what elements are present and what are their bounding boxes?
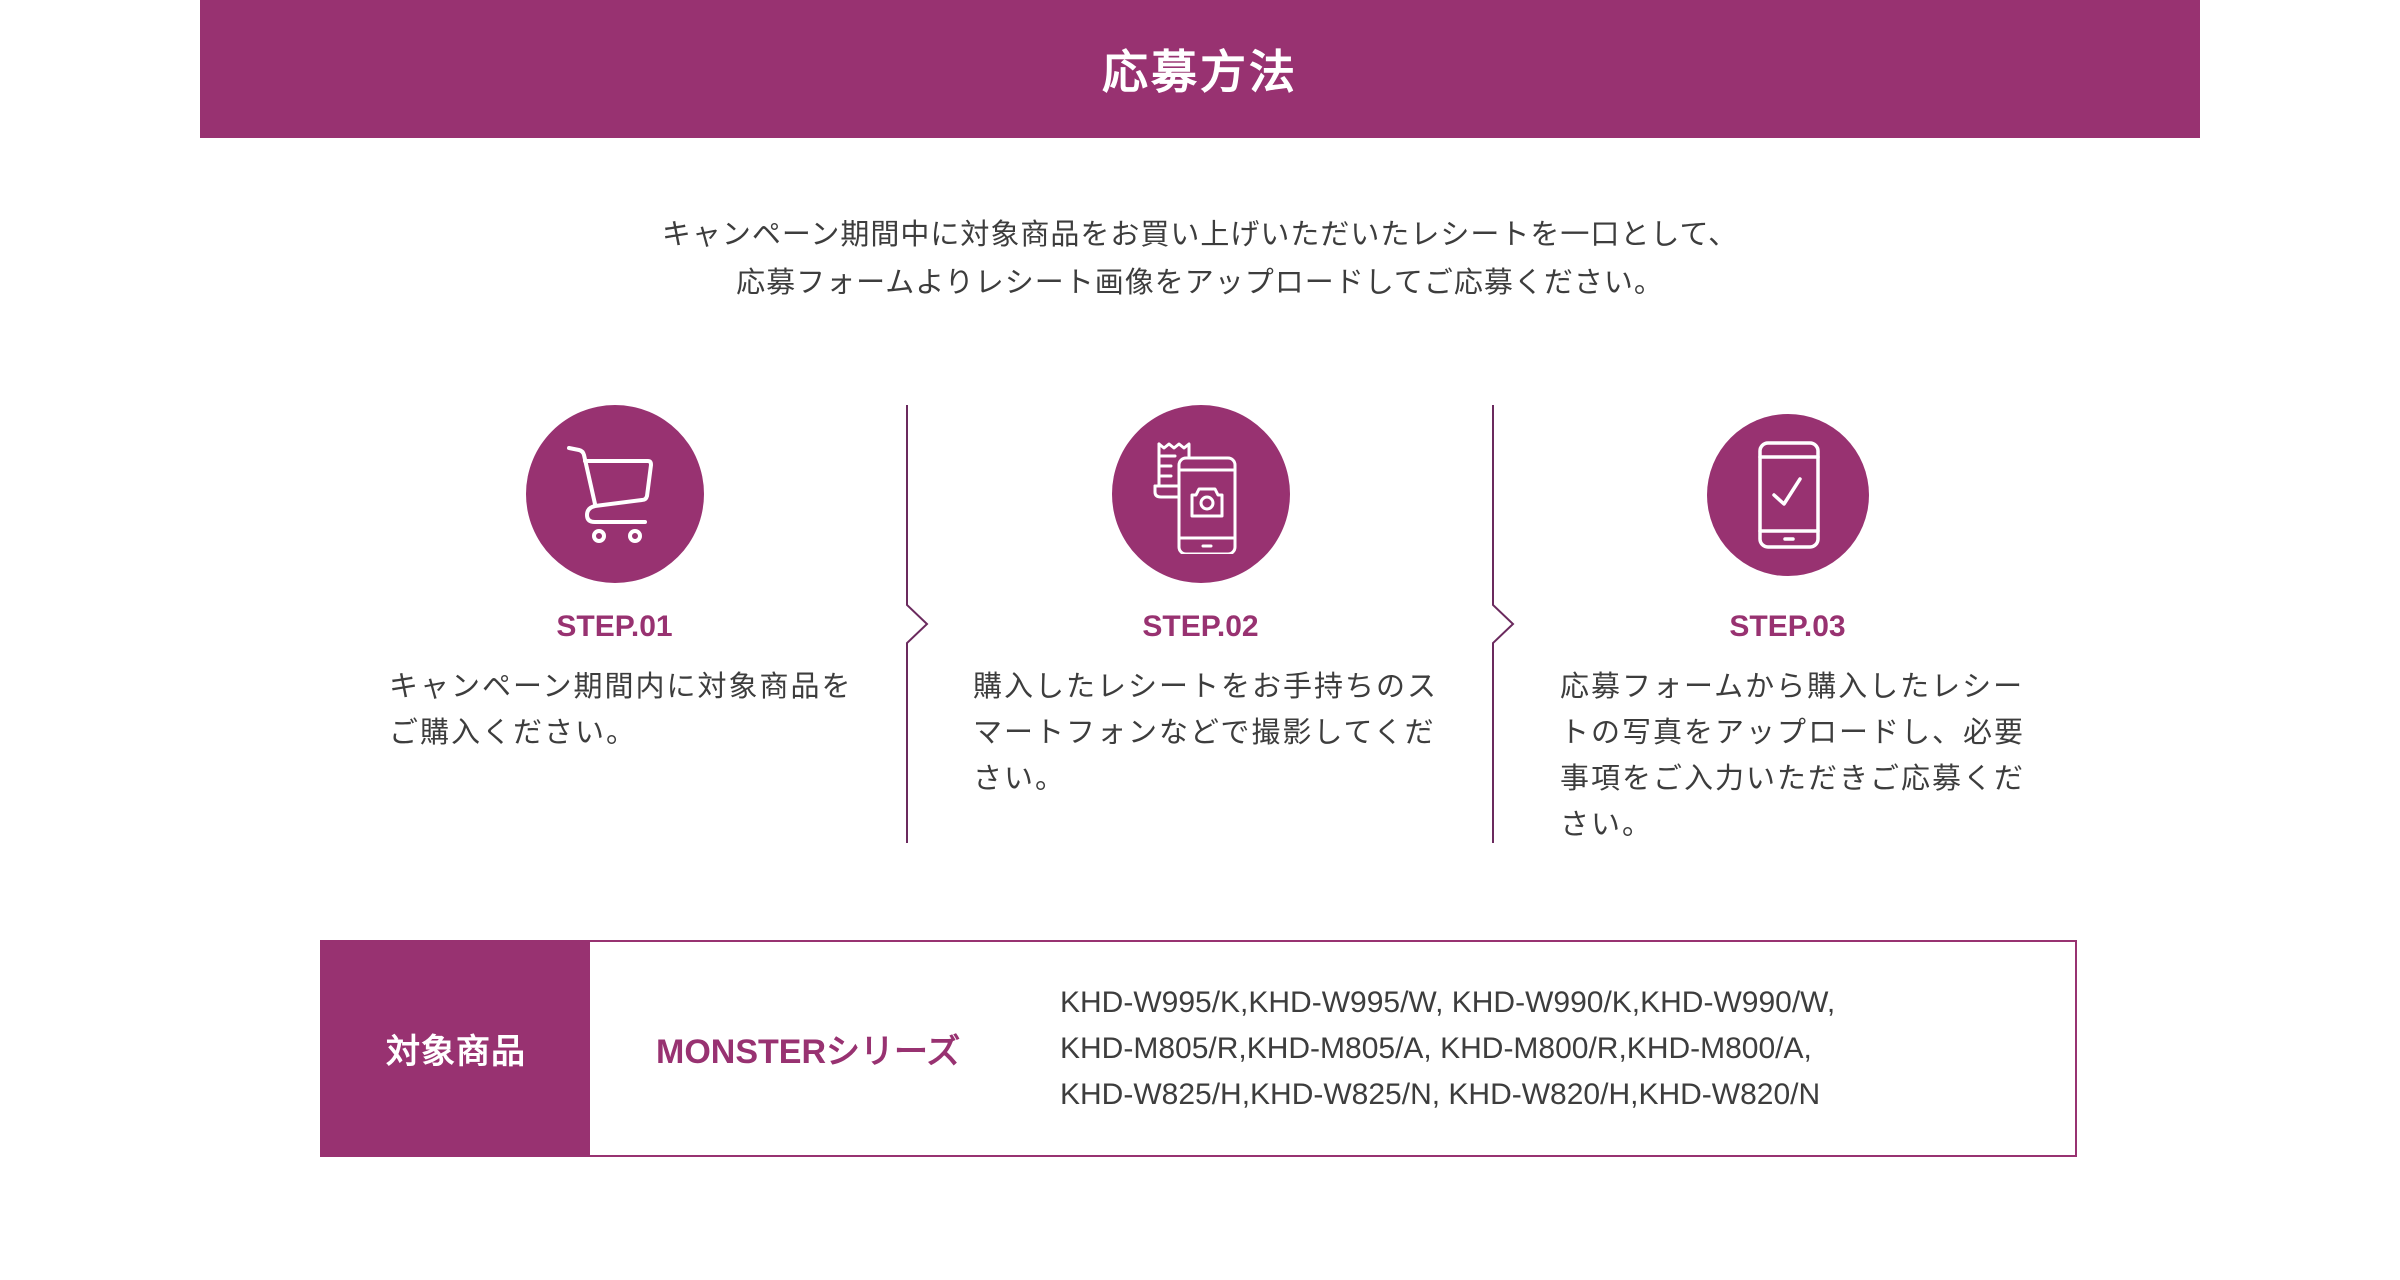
desc-line: キャンペーン期間内に対象商品を (389, 669, 853, 703)
step-1: STEP.01 キャンペーン期間内に対象商品を ご購入ください。 (322, 405, 907, 845)
step-divider-arrow (906, 405, 929, 843)
step-3: STEP.03 応募フォームから購入したレシー トの写真をアップロードし、必要 … (1495, 405, 2080, 845)
desc-line: 事項をご入力いただきご応募くだ (1560, 761, 2026, 795)
product-model-list: KHD-W995/K,KHD-W995/W, KHD-W990/K,KHD-W9… (1060, 942, 1835, 1155)
step-2-circle (1111, 405, 1290, 583)
step-2-label: STEP.02 (1142, 610, 1259, 643)
shopping-cart-icon (566, 446, 653, 543)
desc-line: 応募フォームから購入したレシー (1560, 669, 2025, 703)
desc-line: さい。 (1560, 807, 1654, 841)
desc-line: 購入したレシートをお手持ちのス (973, 669, 1439, 703)
step-1-description: キャンペーン期間内に対象商品を ご購入ください。 (389, 663, 853, 755)
step-3-circle (1706, 414, 1869, 576)
desc-line: トの写真をアップロードし、必要 (1560, 715, 2026, 749)
product-series-name: MONSTERシリーズ (656, 1033, 961, 1071)
step-divider-arrow (1492, 405, 1515, 843)
model-line: KHD-M805/R,KHD-M805/A, KHD-M800/R,KHD-M8… (1060, 1031, 1812, 1065)
step-3-description: 応募フォームから購入したレシー トの写真をアップロードし、必要 事項をご入力いた… (1560, 663, 2025, 847)
receipt-smartphone-camera-icon (1153, 442, 1236, 554)
page-title: 応募方法 (1102, 45, 1298, 99)
step-3-label: STEP.03 (1729, 610, 1846, 643)
step-1-label: STEP.01 (556, 610, 673, 643)
step-2: STEP.02 購入したレシートをお手持ちのス マートフォンなどで撮影してくだ … (908, 405, 1493, 845)
section-header: 応募方法 (200, 0, 2200, 138)
desc-line: マートフォンなどで撮影してくだ (973, 715, 1436, 749)
target-products-box: 対象商品 MONSTERシリーズ KHD-W995/K,KHD-W995/W, … (320, 940, 2077, 1157)
smartphone-check-icon (1757, 441, 1820, 549)
model-line: KHD-W995/K,KHD-W995/W, KHD-W990/K,KHD-W9… (1060, 985, 1836, 1019)
intro-line: 応募フォームよりレシート画像をアップロードしてご応募ください。 (736, 265, 1664, 299)
intro-text: キャンペーン期間中に対象商品をお買い上げいただいたレシートを一口として、 応募フ… (0, 210, 2400, 306)
step-1-circle (525, 405, 704, 583)
model-line: KHD-W825/H,KHD-W825/N, KHD-W820/H,KHD-W8… (1060, 1077, 1821, 1111)
desc-line: さい。 (973, 761, 1067, 795)
intro-line: キャンペーン期間中に対象商品をお買い上げいただいたレシートを一口として、 (661, 217, 1739, 251)
desc-line: ご購入ください。 (389, 715, 638, 749)
target-products-label: 対象商品 (322, 942, 590, 1155)
step-2-description: 購入したレシートをお手持ちのス マートフォンなどで撮影してくだ さい。 (973, 663, 1438, 801)
